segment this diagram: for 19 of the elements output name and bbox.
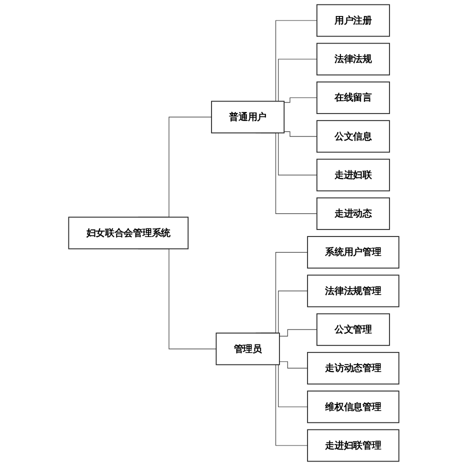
node-box: 普通用户 [210,100,284,134]
connector [284,131,317,137]
node-box: 妇女联合会管理系统 [68,216,188,250]
node-box: 走访动态管理 [306,352,400,384]
node-box: 公文信息 [316,120,390,153]
node-box: 维权信息管理 [306,390,400,424]
node-box: 法律法规 [316,42,390,76]
node-box: 走进妇联 [316,158,390,192]
node-box: 用户注册 [316,4,390,37]
connector [278,361,308,369]
node-box: 走进妇联管理 [306,429,400,462]
node-box: 公文管理 [316,313,390,346]
connector [278,329,317,336]
node-box: 管理员 [216,332,280,366]
node-box: 法律法规管理 [306,274,400,308]
node-box: 走进动态 [316,197,390,230]
connector [284,97,317,103]
node-box: 在线留言 [316,82,390,114]
node-box: 系统用户管理 [306,236,400,269]
